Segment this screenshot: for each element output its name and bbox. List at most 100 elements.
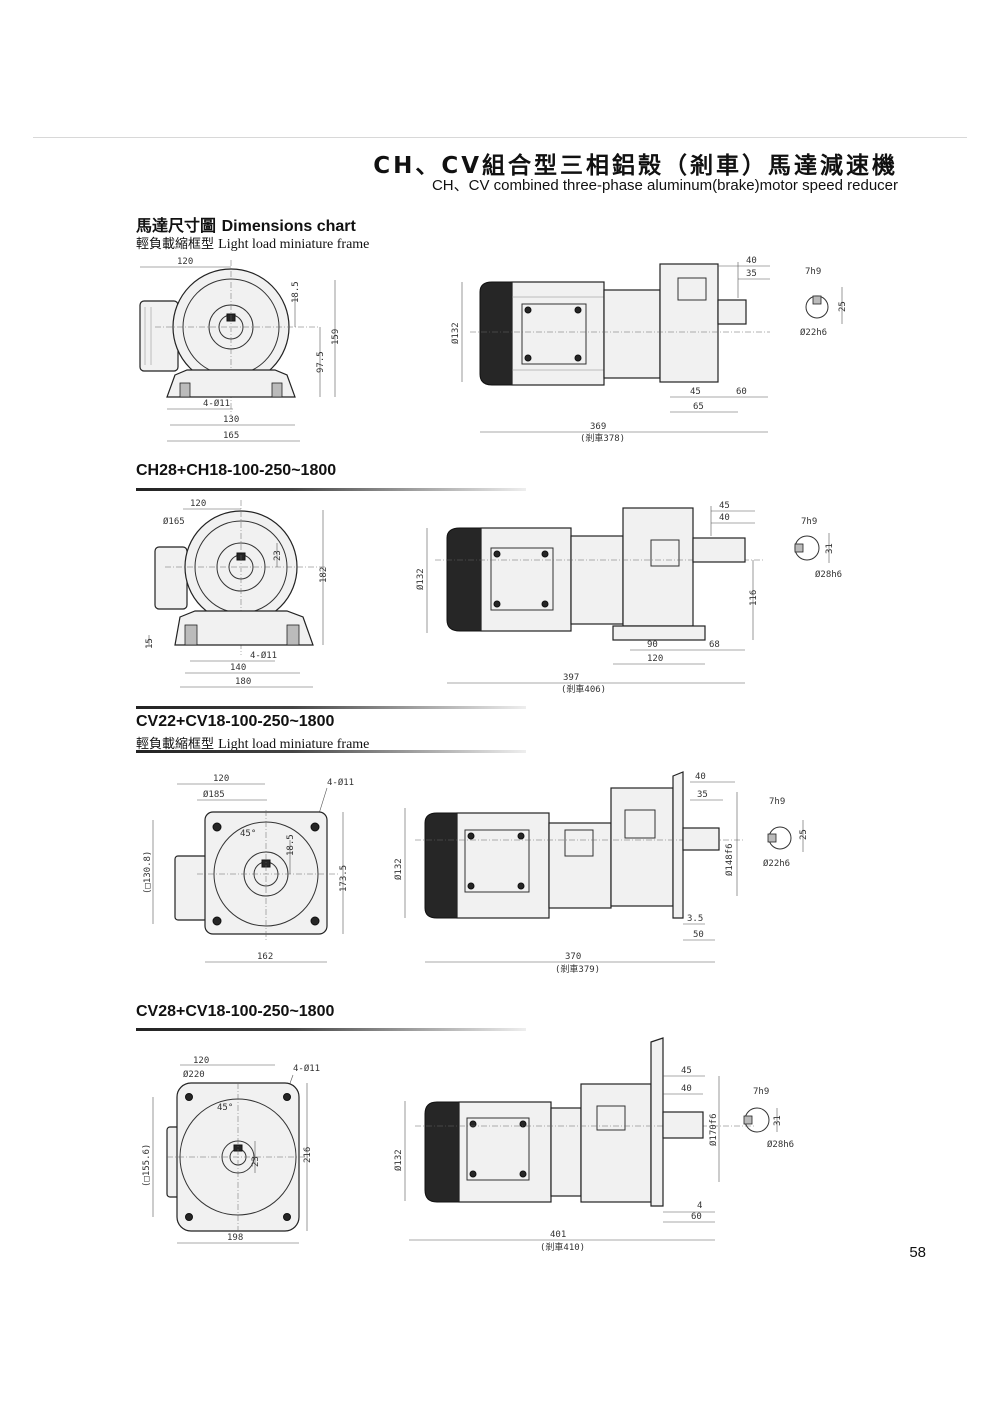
dim-text: 4-Ø11 bbox=[250, 650, 277, 661]
dim-text: 140 bbox=[230, 663, 246, 673]
dim-text: (剎車379) bbox=[555, 963, 600, 975]
dim-text: 120 bbox=[213, 774, 229, 784]
dim-text: 45 bbox=[681, 1066, 692, 1076]
dim-text: Ø28h6 bbox=[815, 569, 842, 580]
dim-text: 97.5 bbox=[316, 351, 326, 373]
dim-text: 40 bbox=[746, 256, 757, 266]
dim-text: 31 bbox=[825, 543, 835, 554]
model3-subtitle: 輕負載縮框型 Light load miniature frame bbox=[136, 733, 369, 753]
dim-text: 23 bbox=[273, 550, 283, 561]
dim-text: (□130.8) bbox=[143, 851, 153, 894]
dim-text: 35 bbox=[697, 790, 708, 800]
model-rule bbox=[136, 488, 526, 491]
dim-text: 15 bbox=[145, 638, 155, 649]
model4-front-drawing: 120 Ø220 4-Ø11 45° 23 216 (□155.6) 198 bbox=[142, 1056, 320, 1244]
model3-subtitle-cn: 輕負載縮框型 bbox=[136, 737, 215, 752]
dim-text: 40 bbox=[695, 772, 706, 782]
dim-text: 7h9 bbox=[769, 797, 785, 807]
model-title-4: CV28+CV18-100-250~1800 bbox=[136, 1003, 335, 1020]
dim-text: 60 bbox=[736, 387, 747, 397]
section-title-en: Dimensions chart bbox=[221, 218, 356, 235]
dim-text: Ø22h6 bbox=[763, 858, 790, 869]
dim-text: 4-Ø11 bbox=[203, 398, 230, 409]
dim-text: 45° bbox=[217, 1103, 233, 1113]
dim-text: 4 bbox=[697, 1201, 702, 1211]
dim-text: 18.5 bbox=[291, 281, 301, 303]
dim-text: Ø22h6 bbox=[800, 327, 827, 338]
dim-text: 25 bbox=[799, 829, 809, 840]
dim-text: 120 bbox=[647, 654, 663, 664]
dim-text: 40 bbox=[719, 513, 730, 523]
dim-text: 7h9 bbox=[753, 1087, 769, 1097]
model3-front-drawing: 120 Ø185 4-Ø11 45° 18.5 173.5 (□130.8) 1… bbox=[143, 774, 354, 963]
dim-text: 116 bbox=[749, 590, 759, 606]
dim-text: 182 bbox=[319, 567, 329, 583]
dim-text: 130 bbox=[223, 415, 239, 425]
model3-subtitle-en: Light load miniature frame bbox=[218, 737, 370, 752]
dim-text: Ø132 bbox=[415, 568, 426, 590]
dim-text: 45 bbox=[690, 387, 701, 397]
dim-text: 120 bbox=[193, 1056, 209, 1066]
dim-text: 18.5 bbox=[286, 834, 296, 856]
dim-text: 35 bbox=[746, 269, 757, 279]
model2-side-drawing: Ø132 45 40 7h9 31 Ø28h6 116 90 68 120 39… bbox=[415, 501, 842, 695]
dim-text: 173.5 bbox=[339, 865, 349, 892]
model-title-3: CV22+CV18-100-250~1800 bbox=[136, 713, 335, 730]
section-title: 馬達尺寸圖 Dimensions chart bbox=[136, 212, 356, 236]
dim-text: Ø132 bbox=[393, 1149, 404, 1171]
dim-text: 31 bbox=[773, 1115, 783, 1126]
model2-front-drawing: 120 Ø165 23 182 15 4-Ø11 140 180 bbox=[145, 499, 329, 688]
dim-text: 397 bbox=[563, 673, 579, 683]
dim-text: 216 bbox=[303, 1147, 313, 1163]
dim-text: 162 bbox=[257, 952, 273, 962]
dim-text: 120 bbox=[177, 257, 193, 267]
dim-text: 7h9 bbox=[805, 267, 821, 277]
dim-text: 159 bbox=[331, 329, 341, 345]
dim-text: 370 bbox=[565, 952, 581, 962]
section-subtitle: 輕負載縮框型 Light load miniature frame bbox=[136, 233, 369, 253]
dim-text: (剎車378) bbox=[580, 432, 625, 444]
dim-text: 23 bbox=[251, 1156, 261, 1167]
dim-text: 180 bbox=[235, 677, 251, 687]
dim-text: 120 bbox=[190, 499, 206, 509]
dim-text: Ø132 bbox=[393, 858, 404, 880]
page-title-en: CH、CV combined three-phase aluminum(brak… bbox=[431, 177, 898, 194]
model4-side-drawing: Ø132 45 40 Ø170f6 7h9 31 Ø28h6 4 60 401 … bbox=[393, 1037, 794, 1253]
dim-text: Ø148f6 bbox=[724, 843, 735, 876]
dim-text: 90 bbox=[647, 640, 658, 650]
dim-text: 68 bbox=[709, 640, 720, 650]
dim-text: 4-Ø11 bbox=[327, 777, 354, 788]
dim-text: 165 bbox=[223, 431, 239, 441]
model1-side-drawing: Ø132 40 35 7h9 25 Ø22h6 45 60 65 369 (剎車… bbox=[450, 256, 848, 444]
dim-text: (剎車410) bbox=[540, 1241, 585, 1253]
dim-text: 3.5 bbox=[687, 914, 703, 924]
page-title-cn: CH、CV組合型三相鋁殼（剎車）馬達減速機 bbox=[373, 153, 898, 179]
model-rule bbox=[136, 1028, 526, 1031]
dim-text: Ø185 bbox=[203, 789, 225, 800]
top-divider bbox=[33, 137, 967, 138]
section-subtitle-en: Light load miniature frame bbox=[218, 237, 370, 252]
dim-text: 40 bbox=[681, 1084, 692, 1094]
dim-text: 4-Ø11 bbox=[293, 1063, 320, 1074]
dim-text: Ø28h6 bbox=[767, 1139, 794, 1150]
dim-text: Ø165 bbox=[163, 516, 185, 527]
section-title-cn: 馬達尺寸圖 bbox=[136, 216, 217, 235]
model-rule bbox=[136, 706, 526, 709]
dim-text: (剎車406) bbox=[561, 683, 606, 695]
model-title-2: CH28+CH18-100-250~1800 bbox=[136, 462, 337, 479]
dim-text: Ø170f6 bbox=[708, 1113, 719, 1146]
dim-text: 198 bbox=[227, 1233, 243, 1243]
page-number: 58 bbox=[909, 1244, 926, 1261]
dim-text: 369 bbox=[590, 422, 606, 432]
dim-text: 65 bbox=[693, 402, 704, 412]
dim-text: Ø132 bbox=[450, 322, 461, 344]
section-subtitle-cn: 輕負載縮框型 bbox=[136, 237, 215, 252]
dim-text: Ø220 bbox=[183, 1069, 205, 1080]
dim-text: 7h9 bbox=[801, 517, 817, 527]
dim-text: 401 bbox=[550, 1230, 566, 1240]
dim-text: 60 bbox=[691, 1212, 702, 1222]
dim-text: (□155.6) bbox=[142, 1144, 152, 1187]
dim-text: 25 bbox=[838, 301, 848, 312]
model1-front-drawing: 120 18.5 159 97.5 4-Ø11 130 165 bbox=[139, 257, 341, 442]
model-rule bbox=[136, 750, 526, 753]
